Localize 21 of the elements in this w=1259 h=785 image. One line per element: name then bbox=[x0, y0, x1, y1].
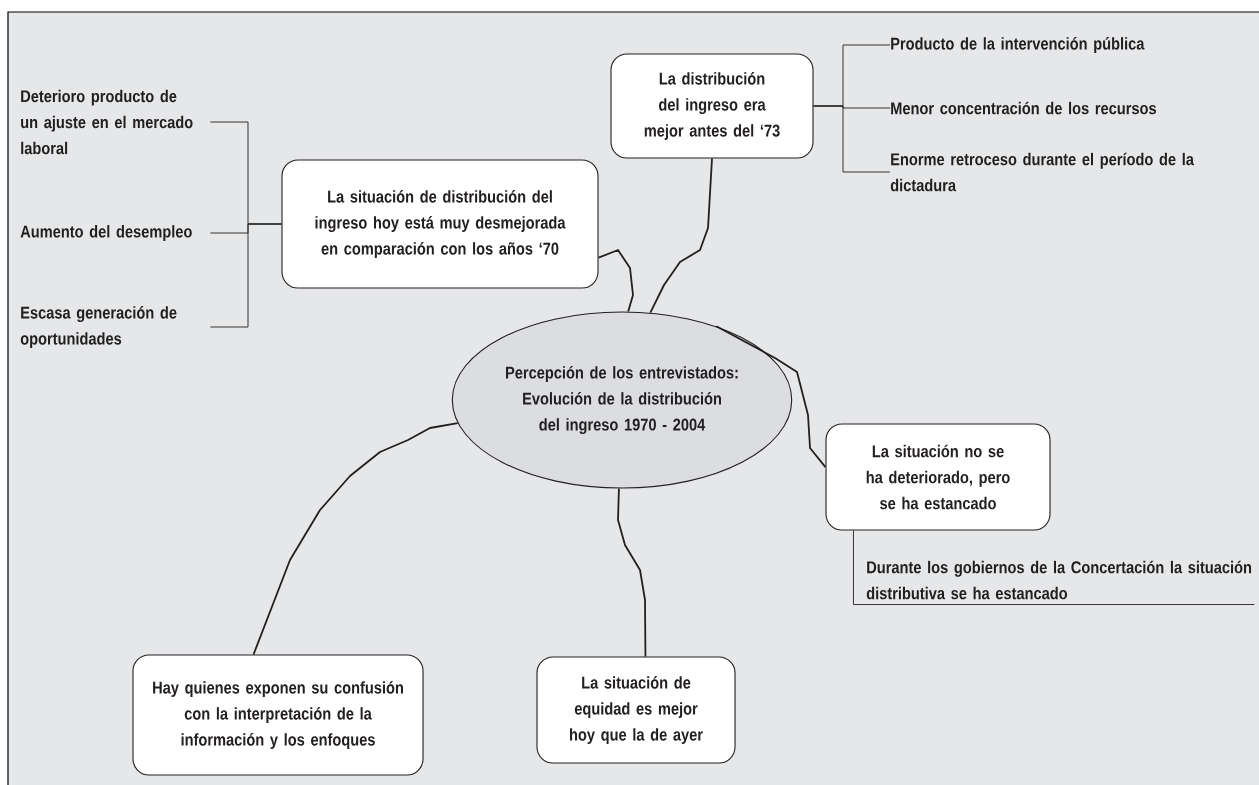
connector-line bbox=[649, 157, 713, 314]
connector-line bbox=[252, 422, 459, 656]
item-text: Deterioro producto de un ajuste en el mercado laboral bbox=[21, 89, 193, 155]
item-text: Escasa generación de oportunidades bbox=[20, 306, 177, 348]
rounded-box: La situación no se ha deteriorado, pero se ha estancado bbox=[825, 423, 1051, 531]
item-text: Aumento del desempleo bbox=[20, 225, 192, 241]
item-text: Durante los gobiernos de la Concertación la situación distributiva se ha estancado bbox=[866, 560, 1252, 600]
connector-line bbox=[617, 487, 647, 658]
ellipse-node: Percepción de los entrevistados: Evolución de la distribución del ingreso 1970 - 2004 bbox=[451, 311, 793, 489]
rounded-box: La distribución del ingreso era mejor antes del ‘73 bbox=[610, 53, 814, 159]
connector-line bbox=[715, 325, 827, 469]
rounded-box: La situación de equidad es mejor hoy que la de ayer bbox=[536, 656, 736, 764]
connector-line bbox=[597, 249, 634, 313]
item-text: Menor concentración de los recursos bbox=[891, 101, 1156, 115]
item-text: Enorme retroceso durante el período de la dictadura bbox=[890, 152, 1194, 192]
item-text: Producto de la intervención pública bbox=[891, 37, 1145, 53]
connector-line bbox=[209, 223, 282, 328]
connector-line bbox=[853, 530, 1255, 605]
connector-line bbox=[813, 105, 891, 173]
rounded-box: La situación de distribución del ingreso hoy está muy desmejorada en comparación con los años ‘70 bbox=[281, 159, 599, 289]
rounded-box: Hay quienes exponen su confusión con la interpretación de la información y los enfoques bbox=[132, 654, 424, 776]
